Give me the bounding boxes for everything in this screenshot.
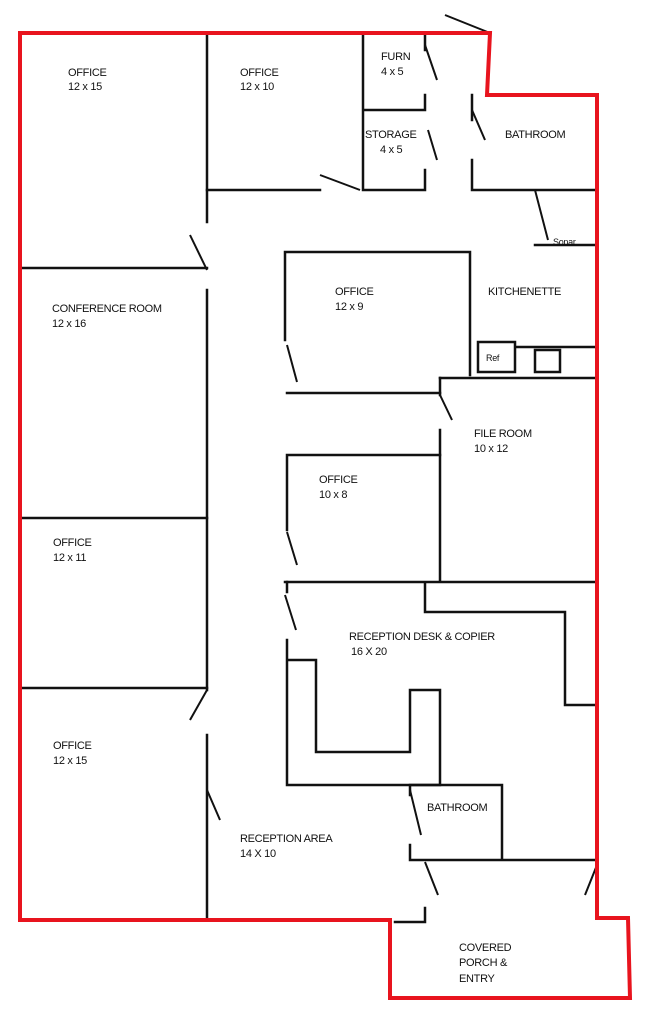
property-outline	[18, 31, 633, 1000]
room-size: 12 x 16	[52, 318, 86, 330]
room-size: 12 x 9	[335, 301, 363, 313]
room-label: Ref	[486, 353, 500, 363]
room-label: CONFERENCE ROOM	[52, 303, 162, 315]
room-label: OFFICE	[53, 740, 92, 752]
room-label: FILE ROOM	[474, 428, 532, 440]
room-size: 4 x 5	[380, 144, 403, 156]
room-size: 12 x 11	[53, 552, 86, 564]
room-size: 16 X 20	[351, 646, 387, 658]
room-label: OFFICE	[240, 67, 279, 79]
room-size: 10 x 12	[474, 443, 508, 455]
room-label: KITCHENETTE	[488, 286, 561, 298]
room-size: 4 x 5	[381, 66, 404, 78]
door-swings	[189, 14, 598, 896]
interior-walls	[18, 33, 599, 924]
porch-label: ENTRY	[459, 973, 496, 985]
porch-label: PORCH &	[459, 957, 508, 969]
room-label: OFFICE	[68, 67, 107, 79]
room-label: RECEPTION DESK & COPIER	[349, 631, 495, 643]
room-label: OFFICE	[53, 537, 92, 549]
room-size: 12 x 10	[240, 81, 274, 93]
room-label: OFFICE	[335, 286, 374, 298]
porch-label: COVERED	[459, 942, 512, 954]
room-size: 12 x 15	[68, 81, 102, 93]
room-size: 12 x 15	[53, 755, 87, 767]
room-label: Sonar	[553, 237, 576, 247]
room-label: STORAGE	[365, 129, 417, 141]
room-label: FURN	[381, 51, 411, 63]
room-label: OFFICE	[319, 474, 358, 486]
room-size: 10 x 8	[319, 489, 347, 501]
room-label: RECEPTION AREA	[240, 833, 333, 845]
room-size: 14 X 10	[240, 848, 276, 860]
room-label: BATHROOM	[427, 802, 487, 814]
room-label: BATHROOM	[505, 129, 565, 141]
